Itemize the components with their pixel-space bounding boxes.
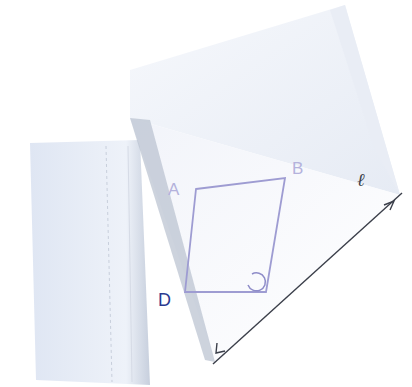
fold-line <box>106 146 112 382</box>
vertex-label: A <box>168 181 179 198</box>
quadrilateral <box>185 178 285 292</box>
vertex-label: D <box>158 291 171 309</box>
arrow-mark <box>384 201 394 210</box>
arrow-mark <box>216 343 225 353</box>
vertex-label: B <box>292 160 303 177</box>
line-l <box>213 193 402 364</box>
fold-shadow <box>130 118 215 362</box>
paper-flap-shade <box>330 5 400 195</box>
line-label: ℓ <box>357 171 365 189</box>
angle-mark <box>248 273 265 291</box>
paper-panel <box>30 140 150 385</box>
paper-sheet <box>130 118 400 362</box>
fold-line <box>128 146 132 382</box>
